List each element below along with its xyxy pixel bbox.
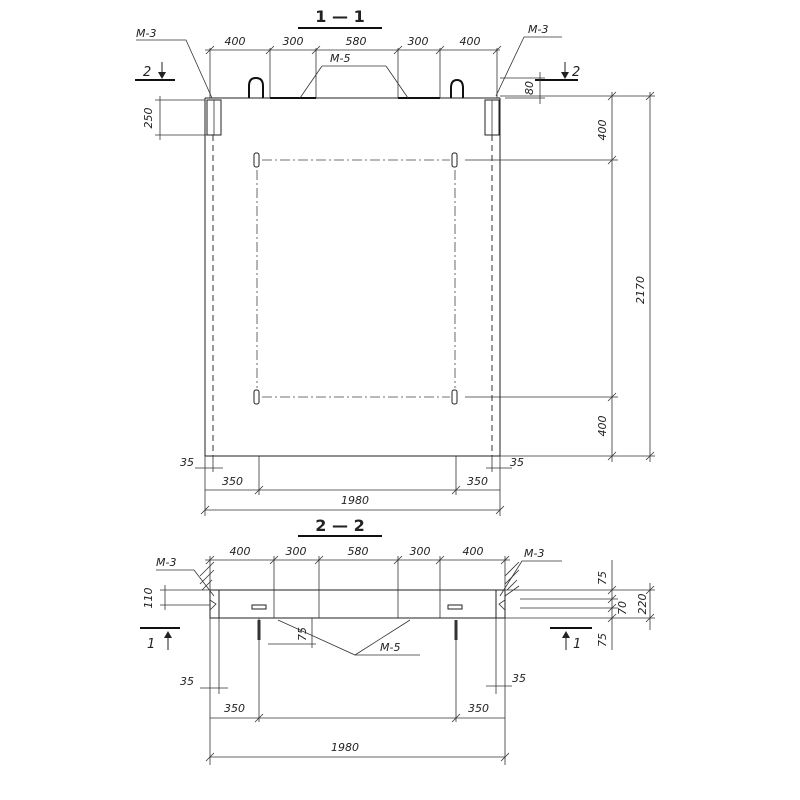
label-m3-left-1: M-3 [136, 27, 156, 40]
section-1-1-title: 1 — 1 [315, 7, 364, 26]
dim-110-label-2: 110 [142, 588, 155, 609]
dim-400-top-label-1: 400 [596, 120, 609, 141]
dim-580-1: 580 [346, 35, 367, 48]
dim-75-inner-label-2: 75 [296, 627, 309, 641]
dim-35-right-2: 35 [512, 672, 526, 685]
label-m5-1: M-5 [330, 52, 350, 65]
section-2-2: 2 — 2 [140, 516, 655, 765]
section-marker-1-right: 1 [550, 627, 592, 652]
dim-300-right-2: 300 [410, 545, 431, 558]
dim-400-left-1: 400 [225, 35, 246, 48]
leader-m3-right-2 [499, 560, 562, 597]
section-marker-1-right-label: 1 [573, 637, 581, 652]
panel-1-outline [204, 97, 501, 457]
dim-1980-2: 1980 [205, 741, 510, 762]
dim-220-label-2: 220 [636, 594, 649, 615]
dim-35-1: 35 35 [180, 456, 524, 469]
dim-300-left-2: 300 [286, 545, 307, 558]
hatch-m3-2 [199, 561, 520, 597]
dim-75-inner-2: 75 [268, 618, 316, 648]
embedded-m3-left-1 [206, 99, 222, 136]
label-m3-right-1: M-3 [528, 23, 548, 36]
section-marker-2-right: 2 [535, 62, 580, 81]
embedded-m3-right-1 [484, 99, 500, 136]
section-marker-2-left-label: 2 [143, 65, 151, 80]
dim-250-1: 250 [142, 96, 207, 140]
dim-top-2: 400 300 580 300 400 [205, 545, 510, 565]
panel-2-outline [209, 589, 506, 619]
dim-35-2: 35 35 [180, 672, 526, 689]
dim-400-bottom-label-1: 400 [596, 416, 609, 437]
dim-1980-label-1: 1980 [341, 494, 369, 507]
section-marker-1-left-label: 1 [147, 637, 155, 652]
lifting-loop-left-1 [248, 76, 264, 98]
dim-350-left-2: 350 [224, 702, 245, 715]
dim-75-bottom-label-2: 75 [596, 633, 609, 647]
dim-75-top-label-2: 75 [596, 571, 609, 585]
dim-top-1: 400 300 580 300 400 [205, 35, 502, 55]
anchor-sleeves-1 [253, 152, 458, 405]
embedded-m5-1 [209, 48, 498, 99]
dim-35-left-1: 35 [180, 456, 194, 469]
dim-35-left-2: 35 [180, 675, 194, 688]
dim-350-right-1: 350 [467, 475, 488, 488]
leader-m3-left-1 [136, 39, 213, 99]
dim-350-left-1: 350 [222, 475, 243, 488]
dim-80-label-1: 80 [523, 81, 536, 95]
section-2-2-title: 2 — 2 [315, 516, 364, 535]
label-m5-2: M-5 [380, 641, 400, 654]
dim-400-right-2: 400 [463, 545, 484, 558]
leader-m3-left-2 [156, 569, 215, 597]
dim-350-1: 350 350 [205, 475, 500, 495]
dim-400-left-2: 400 [230, 545, 251, 558]
leader-m3-right-1 [495, 36, 562, 97]
dim-350-2: 350 350 [210, 702, 505, 723]
dim-300-right-1: 300 [408, 35, 429, 48]
dim-400-right-1: 400 [460, 35, 481, 48]
dim-80-1: 80 [500, 72, 545, 104]
dim-1980-label-2: 1980 [331, 741, 359, 754]
dim-300-left-1: 300 [283, 35, 304, 48]
section-marker-1-left: 1 [140, 627, 180, 652]
lifting-loop-right-1 [450, 78, 464, 98]
dim-2170-label-1: 2170 [634, 276, 647, 304]
dim-250-label-1: 250 [142, 108, 155, 129]
section-marker-2-right-label: 2 [572, 65, 580, 80]
dim-right-vertical-1: 400 400 2170 [465, 91, 655, 462]
ext-top-2 [209, 556, 506, 590]
dim-110-2: 110 [142, 585, 210, 610]
dim-35-right-1: 35 [510, 456, 524, 469]
section-marker-2-left: 2 [135, 62, 175, 81]
dim-right-vertical-2: 75 70 75 220 [505, 560, 655, 650]
label-m3-left-2: M-3 [156, 556, 176, 569]
dim-350-right-2: 350 [468, 702, 489, 715]
dim-70-label-2: 70 [616, 601, 629, 615]
dim-580-2: 580 [348, 545, 369, 558]
section-1-1: 1 — 1 [135, 7, 655, 516]
label-m3-right-2: M-3 [524, 547, 544, 560]
dim-1980-1: 1980 [200, 494, 505, 515]
